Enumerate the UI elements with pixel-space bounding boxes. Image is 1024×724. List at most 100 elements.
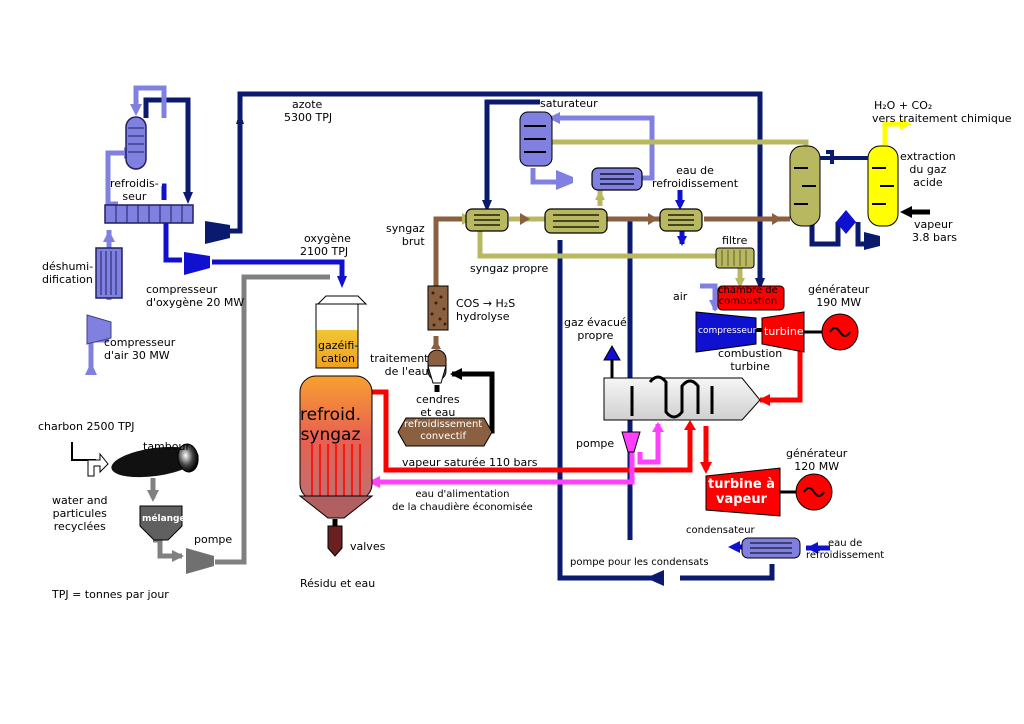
pompe-condensats-label: pompe pour les condensats bbox=[570, 557, 709, 568]
pipes-feedwater bbox=[370, 424, 661, 485]
arrow-raw-right2 bbox=[648, 213, 658, 225]
oxygene-label: oxygène bbox=[304, 232, 351, 245]
saturateur-label: saturateur bbox=[540, 97, 598, 110]
water-particules-label: water and particules recyclées bbox=[52, 494, 108, 533]
vapeur-saturee-label: vapeur saturée 110 bars bbox=[402, 456, 538, 469]
acid-gas-absorber bbox=[789, 145, 821, 227]
refroid-syngaz-label: refroid. syngaz bbox=[300, 405, 361, 445]
arrow-air-up2 bbox=[103, 230, 115, 242]
arrow-raw-up2 bbox=[431, 340, 441, 349]
vers-traitement-label: vers traitement chimique bbox=[872, 112, 1012, 125]
gazeification-label: gazéifi- cation bbox=[318, 339, 359, 365]
chambre-combustion-label: chambre de combustion bbox=[718, 285, 778, 307]
deshumidification-label: déshumi- dification bbox=[42, 260, 94, 286]
oxygen-compressor bbox=[184, 252, 210, 275]
gas-turbine-compressor bbox=[695, 311, 757, 353]
residu-eau-label: Résidu et eau bbox=[300, 577, 376, 590]
syngaz-propre-label: syngaz propre bbox=[470, 262, 549, 275]
melange-label: mélange bbox=[142, 514, 186, 524]
arrow-steam-down bbox=[700, 462, 712, 474]
arrow-syngaz-up bbox=[595, 190, 605, 200]
pipes-nitrogen bbox=[143, 91, 872, 581]
stack-arrow bbox=[603, 344, 621, 361]
arrow-nitrogen-down2 bbox=[755, 278, 765, 290]
generateur-top-label: générateur 190 MW bbox=[808, 283, 870, 309]
extraction-gaz-acide-label: extraction du gaz acide bbox=[900, 150, 956, 189]
compresseur-inner-label: compresseur bbox=[698, 326, 757, 336]
arrow-black-left bbox=[900, 206, 912, 218]
eau-alimentation-label: eau d'alimentation de la chaudière écono… bbox=[392, 489, 533, 513]
eau-refroidissement-top-label: eau de refroidissement bbox=[652, 164, 739, 190]
arrow-nitrogen-down bbox=[183, 192, 193, 204]
acid-gas-regenerator bbox=[867, 145, 899, 227]
arrow-steam-up bbox=[684, 420, 696, 430]
air-separation-column bbox=[125, 116, 147, 170]
combustion-turbine-label: combustion turbine bbox=[718, 347, 783, 373]
cos-hydrolyse-label: COS → H₂S hydrolyse bbox=[456, 297, 516, 323]
arrow-air-up bbox=[85, 362, 97, 375]
gas-turbine bbox=[761, 311, 805, 353]
steam-turbine bbox=[705, 467, 781, 517]
traitement-eau-label: traitement de l'eau bbox=[370, 352, 429, 378]
arrow-steam-left bbox=[758, 394, 770, 406]
refroidissement-convectif-label: refroidissement convectif bbox=[404, 419, 483, 442]
turbine-inner-label: turbine bbox=[764, 325, 804, 338]
arrow-feed-left bbox=[368, 476, 380, 488]
pompe-feedwater-label: pompe bbox=[576, 437, 615, 450]
charbon-label: charbon 2500 TPJ bbox=[38, 420, 135, 433]
syngaz-brut-label: syngaz brut bbox=[386, 222, 425, 248]
arrow-oxygen-down bbox=[337, 276, 347, 288]
generator-bottom bbox=[795, 473, 833, 511]
air-compressor bbox=[86, 314, 112, 345]
tpj-legend: TPJ = tonnes par jour bbox=[52, 588, 169, 601]
arrow-air-down bbox=[130, 104, 142, 116]
coal-feed-arrow bbox=[71, 442, 96, 461]
arrow-cooling-down2 bbox=[677, 236, 687, 246]
h2o-co2-label: H₂O + CO₂ bbox=[874, 99, 933, 112]
acid-gas-exchanger bbox=[836, 210, 856, 234]
arrow-black-left2 bbox=[450, 368, 462, 380]
arrow-feed-up bbox=[652, 422, 664, 432]
recycled-feed-arrow bbox=[87, 452, 109, 477]
generator-top bbox=[821, 313, 859, 351]
arrow-nitrogen-down3 bbox=[482, 200, 492, 212]
arrow-raw-right bbox=[520, 213, 530, 225]
arrow-gray-down bbox=[147, 490, 159, 502]
nitrogen-compressor bbox=[205, 221, 230, 244]
eau-refroidissement-bottom-label: eau de refroidissement bbox=[806, 538, 885, 561]
syngas-cooler bbox=[298, 375, 374, 557]
arrow-raw-right3 bbox=[772, 213, 782, 225]
slurry-pump bbox=[186, 548, 214, 574]
syngas-filter bbox=[715, 247, 755, 269]
acid-gas-pump bbox=[864, 232, 880, 250]
arrow-cooling-down bbox=[675, 200, 685, 210]
saturator-pump bbox=[556, 170, 573, 190]
generateur-bottom-label: générateur 120 MW bbox=[786, 447, 848, 473]
convective-cooler bbox=[397, 417, 493, 447]
mixer bbox=[139, 505, 183, 541]
hrsg bbox=[603, 375, 761, 421]
coal-drum bbox=[111, 443, 199, 478]
vapeur-label: vapeur bbox=[914, 218, 953, 231]
compresseur-air-label: compresseur d'air 30 MW bbox=[104, 336, 176, 362]
cos-hydrolysis-reactor bbox=[427, 285, 449, 331]
arrow-yellow-right bbox=[900, 118, 912, 130]
pompe-slurry-label: pompe bbox=[194, 533, 233, 546]
syngas-heat-exchangers bbox=[465, 167, 703, 234]
cold-box-exchanger bbox=[104, 204, 194, 224]
arrow-gray-right bbox=[172, 550, 184, 562]
turbine-vapeur-label: turbine à vapeur bbox=[708, 477, 776, 507]
vapeur-pressure-label: 3.8 bars bbox=[912, 231, 957, 244]
condenser bbox=[741, 537, 801, 559]
dehumidification-unit bbox=[95, 247, 123, 299]
arrow-cooling-left bbox=[806, 542, 818, 554]
water-treatment bbox=[427, 349, 447, 384]
cendres-eau-label: cendres et eau bbox=[416, 393, 460, 419]
compresseur-oxygene-label: compresseur d'oxygène 20 MW bbox=[146, 283, 245, 309]
refroidisseur-label: refroidis- seur bbox=[110, 177, 159, 203]
tambour-label: tambour bbox=[143, 440, 190, 453]
feedwater-pump bbox=[621, 431, 641, 453]
azote-label: azote bbox=[292, 98, 323, 111]
valves-label: valves bbox=[350, 540, 386, 553]
